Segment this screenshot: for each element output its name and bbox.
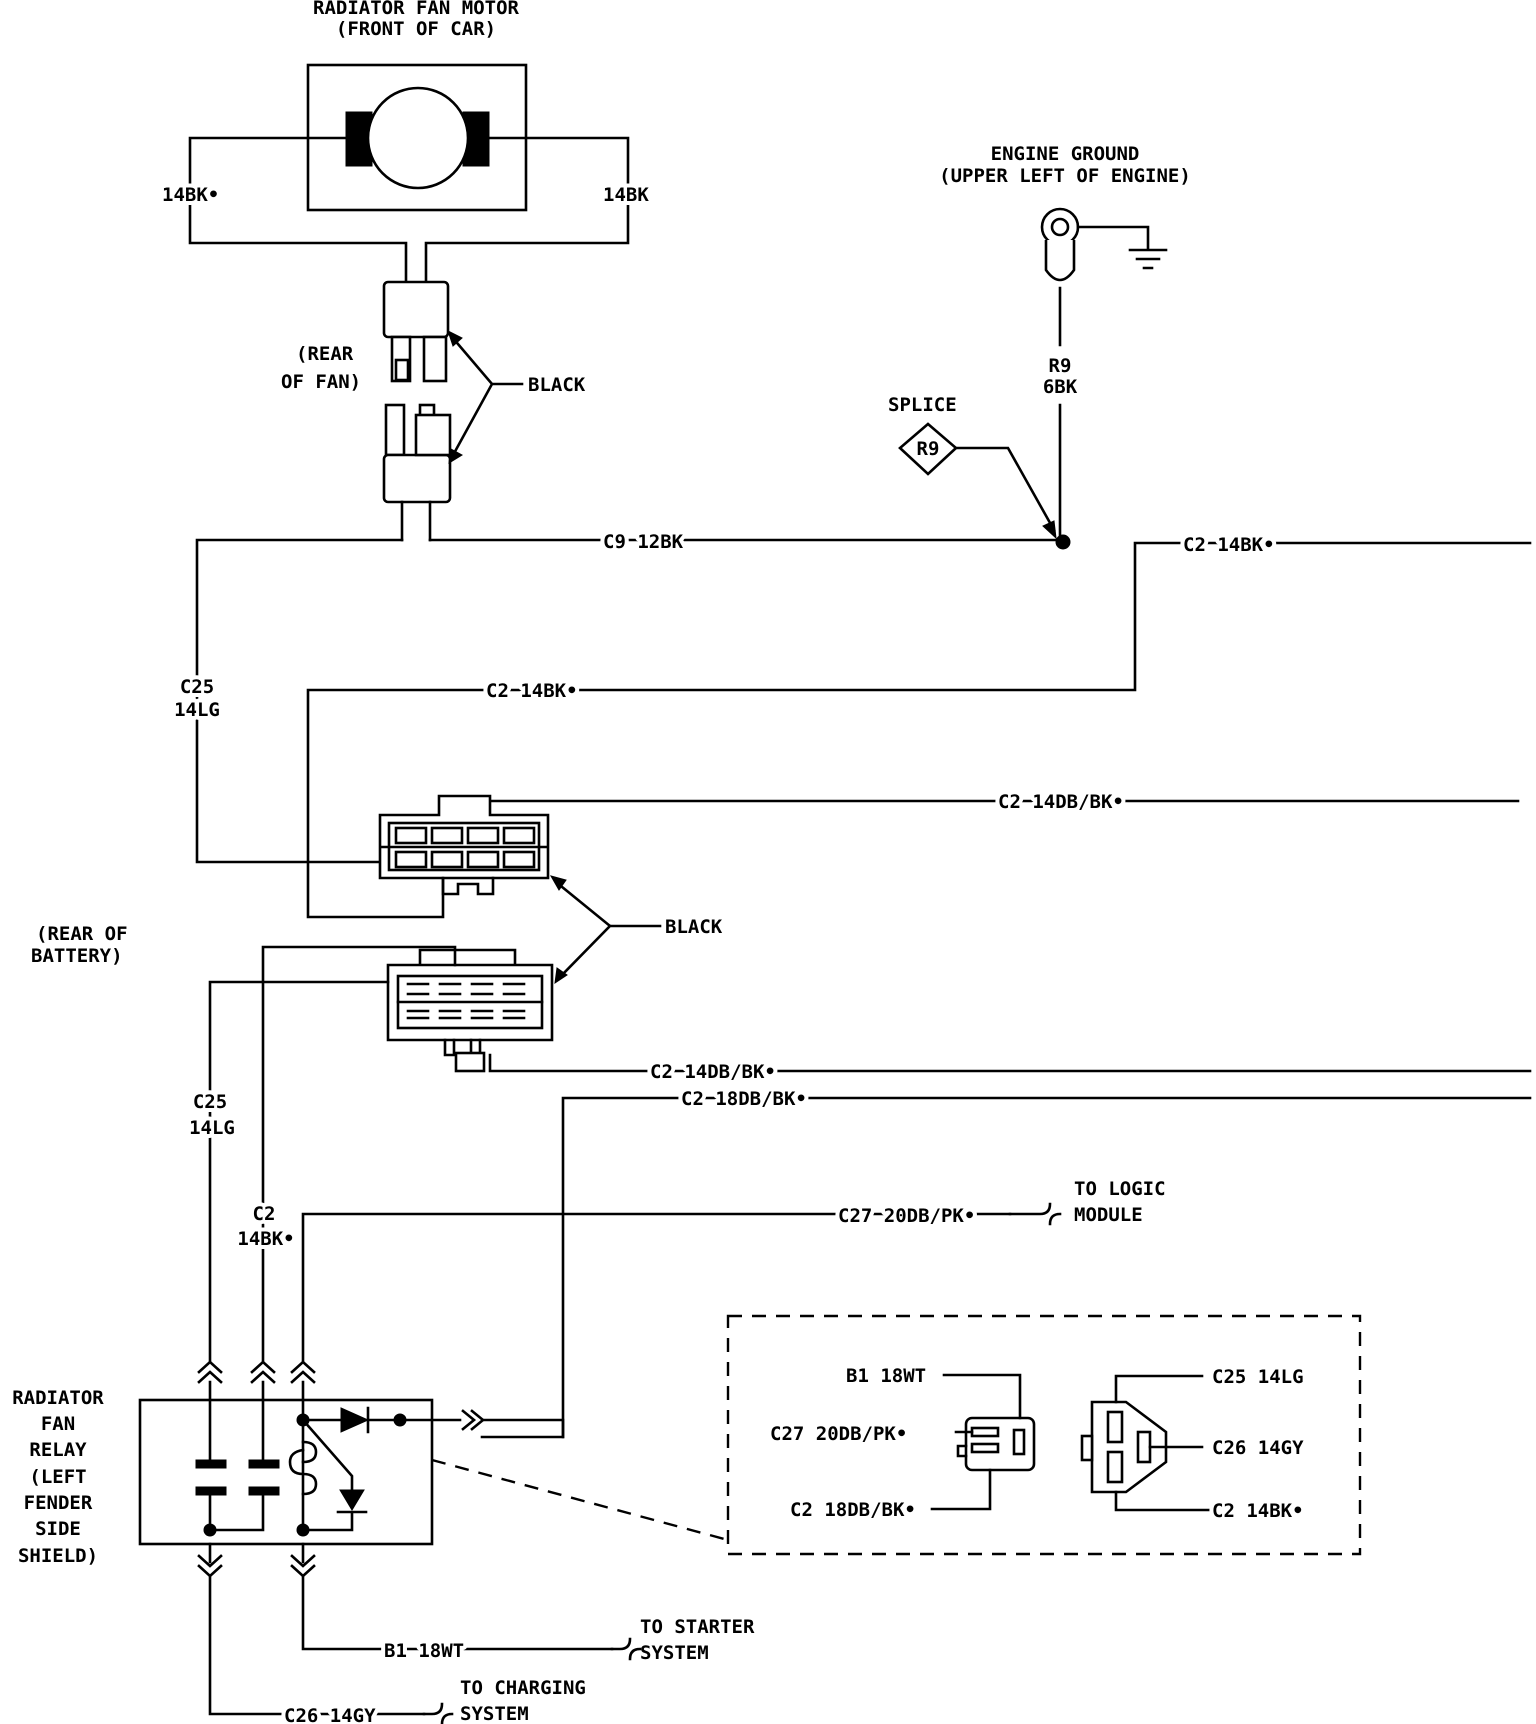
c27-wire-end bbox=[1008, 1202, 1062, 1226]
c2-14db-lower-label: C2 14DB/BK• bbox=[650, 1061, 776, 1083]
fan-connector bbox=[382, 280, 452, 542]
fan-connector-location-2: OF FAN) bbox=[281, 371, 361, 393]
detail-b1-label: B1 18WT bbox=[846, 1365, 926, 1387]
motor-wire-left bbox=[188, 136, 408, 284]
relay-internals bbox=[195, 1380, 462, 1537]
c2-14db-upper-label: C2 14DB/BK• bbox=[998, 791, 1124, 813]
c2-lower-label-1: C2 bbox=[253, 1203, 276, 1225]
c25-lower-label-1: C25 bbox=[193, 1091, 227, 1113]
splice-symbol bbox=[898, 422, 958, 476]
svg-text:SIDE: SIDE bbox=[35, 1518, 81, 1540]
detail-c26-label: C26 14GY bbox=[1212, 1437, 1304, 1459]
c2-lower-label-2: 14BK• bbox=[237, 1228, 294, 1250]
svg-text:(LEFT: (LEFT bbox=[29, 1466, 86, 1488]
c25-upper-label-1: C25 bbox=[180, 676, 214, 698]
splice-label: SPLICE bbox=[888, 394, 957, 416]
detail-leader bbox=[431, 1458, 729, 1542]
engine-ground-subtitle: (UPPER LEFT OF ENGINE) bbox=[939, 165, 1191, 187]
starter-label-2: SYSTEM bbox=[640, 1642, 709, 1664]
relay-output-terminals bbox=[197, 1542, 316, 1578]
motor-wire-right bbox=[424, 136, 630, 284]
splice-id: R9 bbox=[917, 438, 940, 460]
c2-14bk-mid-label: C2 14BK• bbox=[486, 680, 578, 702]
charging-label-2: SYSTEM bbox=[460, 1703, 529, 1724]
logic-module-label-1: TO LOGIC bbox=[1074, 1178, 1166, 1200]
c25-upper-wire bbox=[195, 538, 404, 864]
motor-wire-left-label: 14BK• bbox=[162, 184, 219, 206]
lower-connector bbox=[386, 948, 554, 1073]
ground-wire-gauge: 6BK bbox=[1043, 376, 1078, 398]
motor-wire-right-label: 14BK bbox=[603, 184, 649, 206]
fan-connector-color-label: BLACK bbox=[528, 374, 586, 396]
svg-text:RADIATOR: RADIATOR bbox=[12, 1387, 104, 1409]
c2-14db-lower-wire bbox=[488, 1053, 1532, 1073]
engine-ground-title: ENGINE GROUND bbox=[991, 143, 1140, 165]
svg-text:RELAY: RELAY bbox=[29, 1439, 87, 1461]
c25-lower-label-2: 14LG bbox=[189, 1117, 235, 1139]
ground-eyelet bbox=[1040, 207, 1080, 282]
starter-label-1: TO STARTER bbox=[640, 1616, 755, 1638]
c25-upper-label-2: 14LG bbox=[174, 699, 220, 721]
c2-14bk-lower-wire bbox=[261, 945, 457, 1364]
c27-wire bbox=[301, 1212, 1012, 1364]
c2-18db-wire bbox=[480, 1096, 1532, 1439]
logic-module-label-2: MODULE bbox=[1074, 1204, 1143, 1226]
svg-text:FAN: FAN bbox=[41, 1413, 75, 1435]
c26-label: C26 14GY bbox=[284, 1705, 376, 1724]
charging-label-1: TO CHARGING bbox=[460, 1677, 586, 1699]
fan-connector-location-1: (REAR bbox=[296, 343, 354, 365]
battery-connector-location-2: BATTERY) bbox=[31, 945, 123, 967]
splice-dot bbox=[1055, 534, 1071, 550]
b1-wire bbox=[301, 1574, 614, 1651]
relay-detail-connector-left bbox=[956, 1416, 1036, 1472]
c26-wire bbox=[208, 1574, 426, 1716]
relay-detail-box bbox=[726, 1314, 1362, 1556]
c27-label: C27 20DB/PK• bbox=[838, 1205, 975, 1227]
relay-output-chevron bbox=[461, 1409, 486, 1431]
upper-connector bbox=[378, 794, 550, 896]
splice-leader bbox=[954, 446, 1056, 532]
fan-motor-subtitle: (FRONT OF CAR) bbox=[336, 18, 496, 40]
fan-motor-title: RADIATOR FAN MOTOR bbox=[313, 0, 519, 19]
detail-c27-label: C27 20DB/PK• bbox=[770, 1423, 907, 1445]
relay-input-terminals bbox=[197, 1360, 316, 1384]
detail-c2-14-label: C2 14BK• bbox=[1212, 1500, 1304, 1522]
c9-label: C9 12BK bbox=[603, 531, 684, 553]
c25-lower-wire bbox=[208, 980, 390, 1364]
ground-symbol bbox=[1128, 248, 1168, 270]
b1-label: B1 18WT bbox=[384, 1640, 464, 1662]
fan-connector-leader bbox=[450, 335, 524, 459]
battery-connector-color-label: BLACK bbox=[665, 916, 723, 938]
c2-14bk-right-wire bbox=[306, 541, 1532, 919]
c2-18db-label: C2 18DB/BK• bbox=[681, 1088, 807, 1110]
ground-wire-code: R9 bbox=[1049, 355, 1072, 377]
battery-connector-leader bbox=[554, 880, 662, 979]
relay-label: RADIATOR FAN RELAY (LEFT FENDER SIDE SHI… bbox=[12, 1387, 104, 1567]
svg-text:FENDER: FENDER bbox=[24, 1492, 93, 1514]
svg-text:SHIELD): SHIELD) bbox=[18, 1545, 98, 1567]
detail-c25-label: C25 14LG bbox=[1212, 1366, 1304, 1388]
c2-14bk-right-label: C2 14BK• bbox=[1183, 534, 1275, 556]
relay-detail-connector-right bbox=[1080, 1400, 1168, 1494]
relay-box bbox=[138, 1398, 434, 1546]
battery-connector-location-1: (REAR OF bbox=[36, 923, 128, 945]
detail-c2-18-label: C2 18DB/BK• bbox=[790, 1499, 916, 1521]
